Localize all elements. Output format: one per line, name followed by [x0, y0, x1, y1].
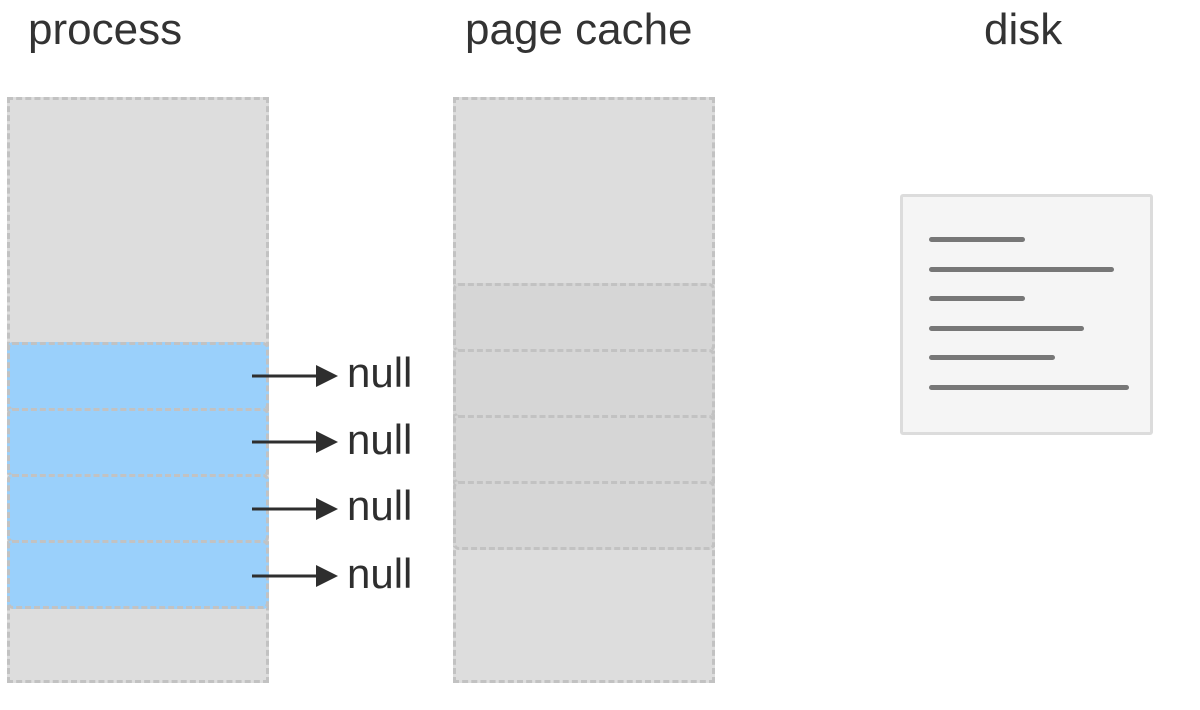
text-line [929, 385, 1129, 390]
null-pointer-label: null [347, 416, 413, 463]
null-pointer-label: null [347, 482, 413, 529]
text-line [929, 237, 1025, 242]
text-line [929, 355, 1055, 360]
document-icon [900, 194, 1153, 435]
arrow-right-icon [252, 431, 338, 453]
page-cache-slot [453, 349, 715, 418]
process-page-slot [7, 408, 269, 477]
process-heading: process [28, 5, 183, 54]
page-cache-slot [453, 283, 715, 352]
disk-heading: disk [984, 5, 1063, 54]
page-cache-heading: page cache [465, 5, 693, 54]
null-pointer-label: null [347, 349, 413, 396]
process-page-slot [7, 474, 269, 543]
arrow-right-icon [252, 498, 338, 520]
page-cache-slot [453, 481, 715, 550]
text-line [929, 267, 1114, 272]
process-page-slot [7, 342, 269, 411]
arrow-right-icon [252, 365, 338, 387]
arrow-right-icon [252, 565, 338, 587]
text-line [929, 326, 1084, 331]
page-cache-slot [453, 415, 715, 484]
text-line [929, 296, 1025, 301]
null-pointer-label: null [347, 550, 413, 597]
process-page-slot [7, 540, 269, 609]
